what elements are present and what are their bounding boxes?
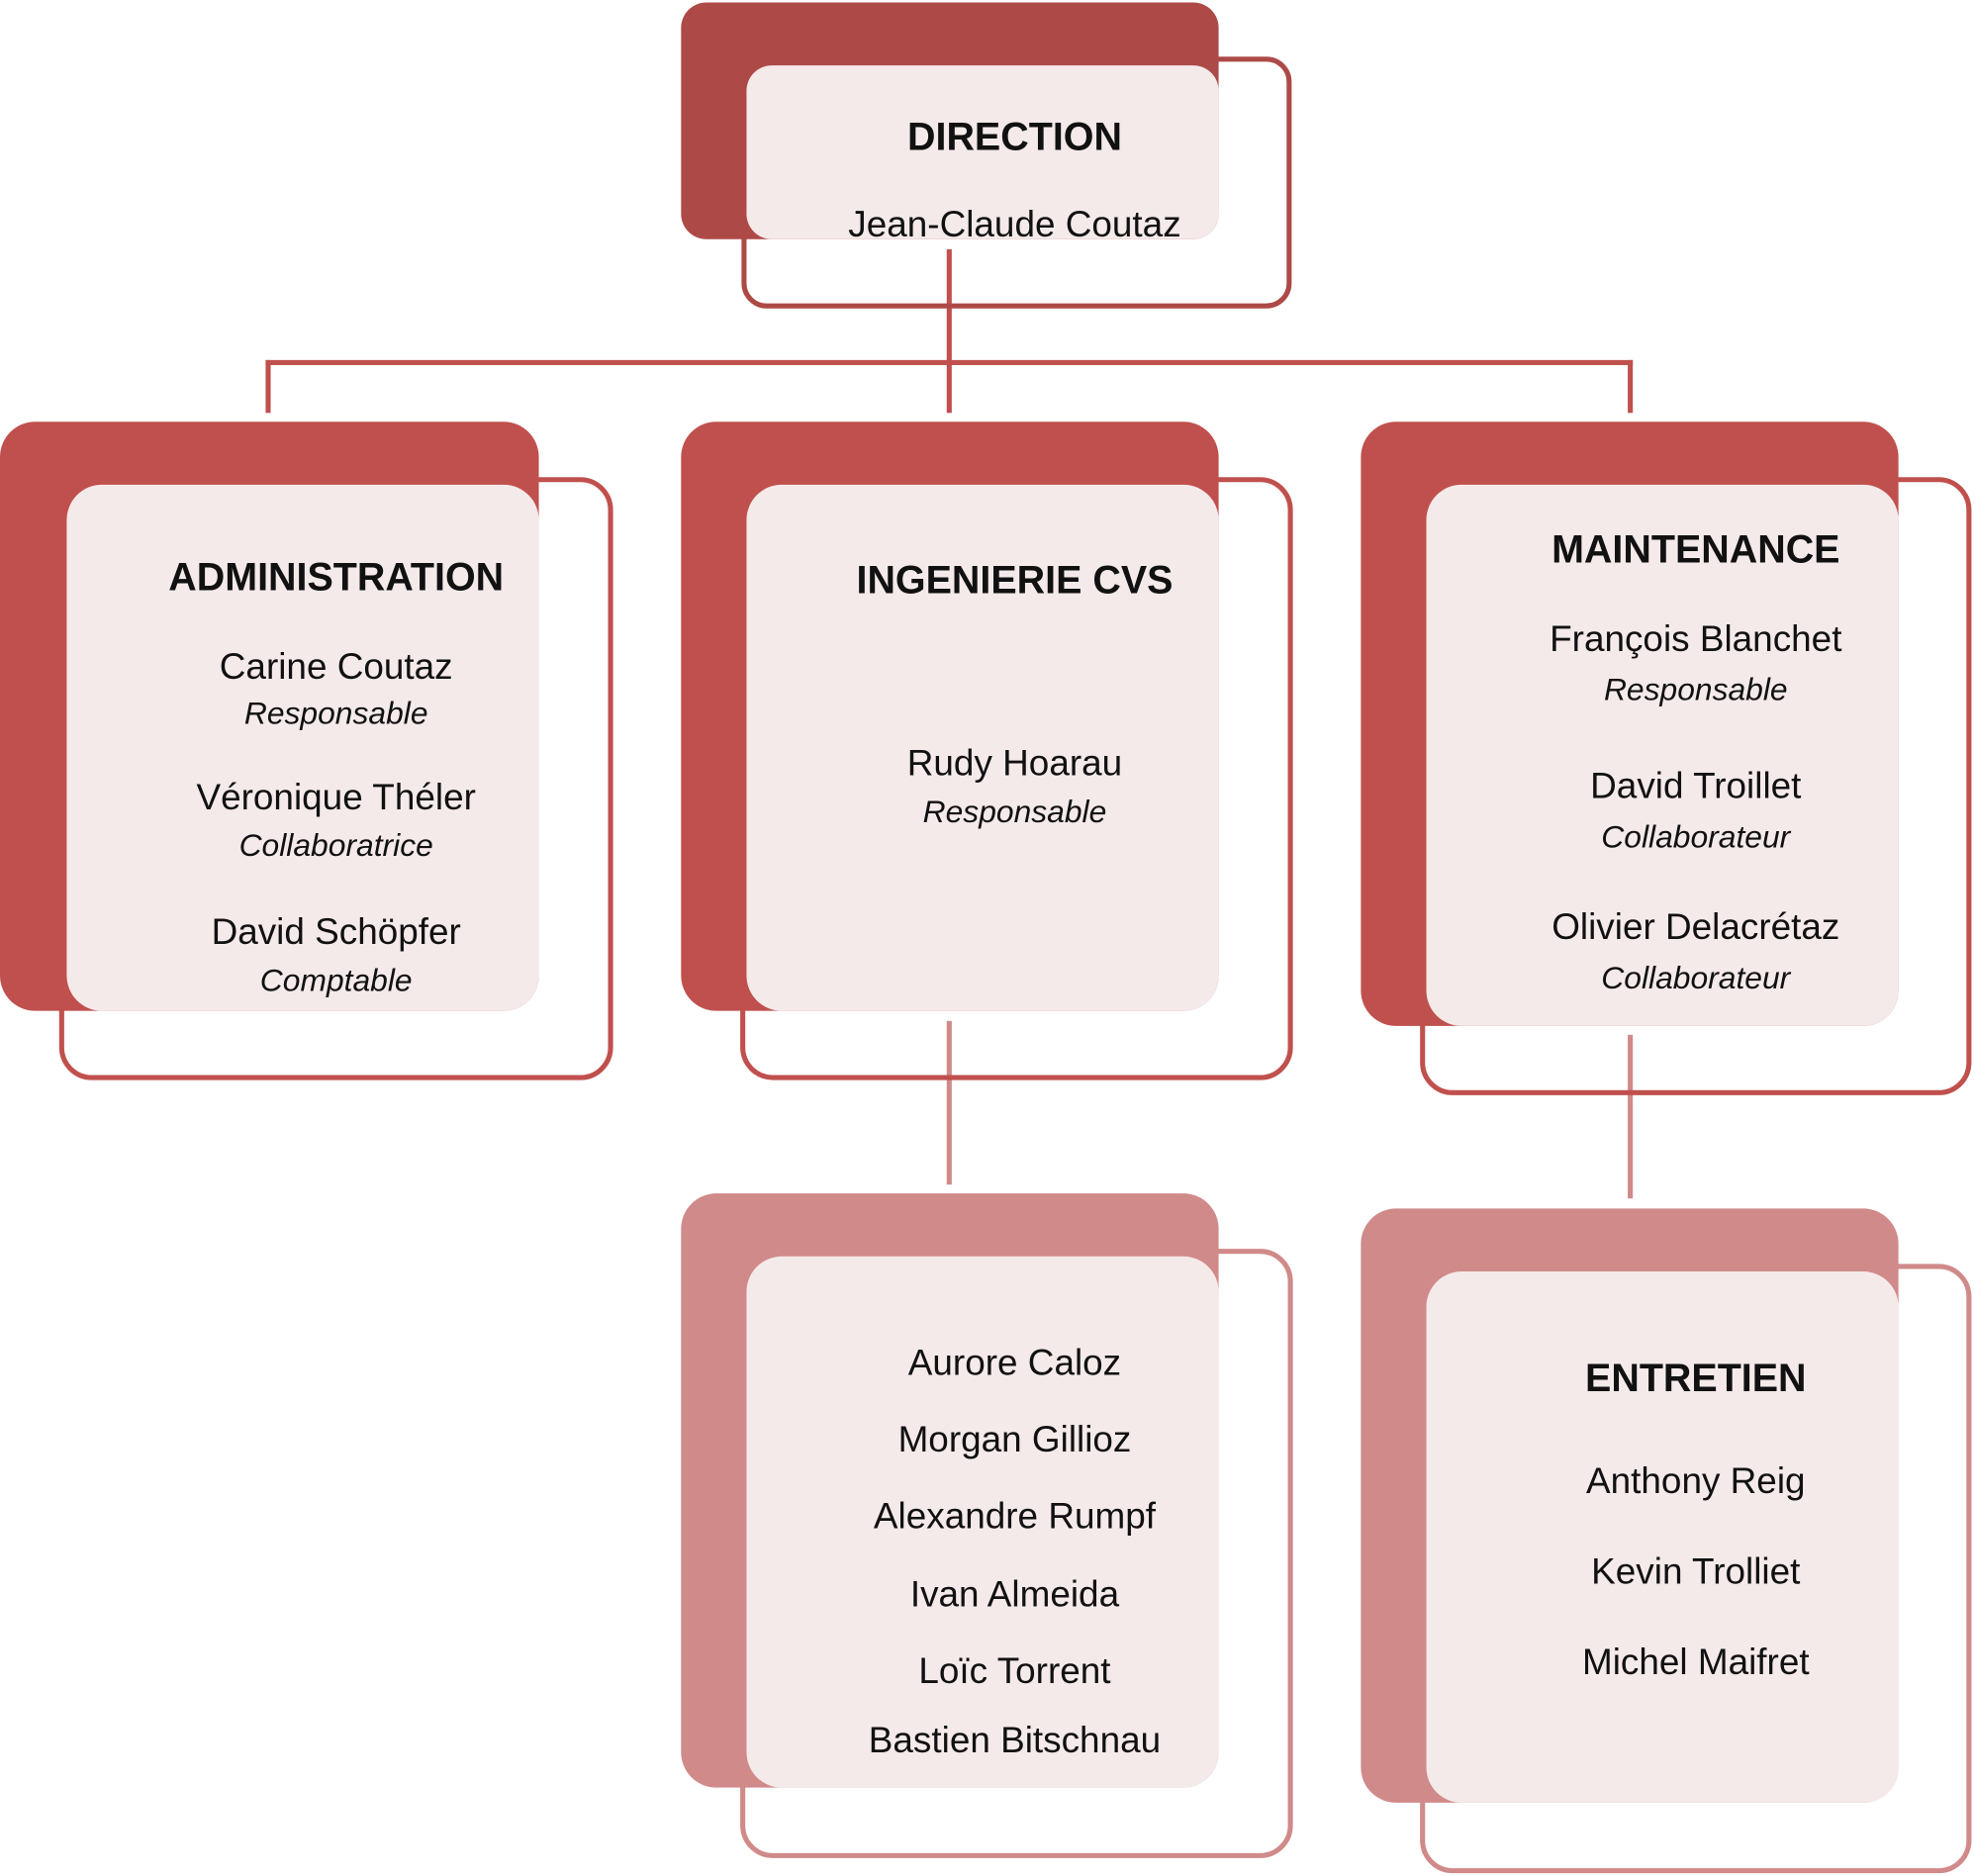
- node-outline: [58, 477, 613, 1080]
- node-panel: [1426, 484, 1899, 1026]
- person-name: Olivier Delacrétaz: [1551, 907, 1840, 949]
- connector-maintenance: [1628, 359, 1634, 414]
- person-name: David Schöpfer: [211, 912, 461, 954]
- node-outline: [741, 56, 1292, 309]
- person-name: Loïc Torrent: [918, 1651, 1111, 1692]
- node-panel: [1426, 1271, 1899, 1803]
- node-panel: [746, 1256, 1219, 1788]
- person-role: Collaborateur: [1601, 960, 1791, 996]
- connector-admin: [265, 359, 271, 414]
- person-role: Collaboratrice: [238, 828, 433, 864]
- person-name: Michel Maifret: [1581, 1642, 1810, 1684]
- person-name: Aurore Caloz: [907, 1343, 1122, 1384]
- node-outline: [740, 1249, 1293, 1858]
- person-name: Morgan Gillioz: [897, 1420, 1132, 1460]
- person-role: Responsable: [1603, 672, 1788, 708]
- node-title: INGENIERIE CVS: [856, 557, 1174, 603]
- person-name: Jean-Claude Coutaz: [848, 205, 1181, 246]
- person-name: Anthony Reig: [1586, 1461, 1806, 1502]
- person-role: Responsable: [922, 794, 1107, 830]
- node-panel: [746, 65, 1219, 239]
- node-panel: [66, 484, 539, 1011]
- node-outline: [740, 477, 1293, 1080]
- node-panel: [746, 484, 1219, 1011]
- person-name: Bastien Bitschnau: [868, 1721, 1162, 1761]
- node-title: MAINTENANCE: [1551, 527, 1840, 572]
- connector-entretien: [1628, 1034, 1634, 1199]
- node-outline: [1420, 1264, 1972, 1874]
- node-title: ADMINISTRATION: [168, 555, 505, 600]
- person-name: Kevin Trolliet: [1591, 1551, 1801, 1593]
- person-name: Ivan Almeida: [909, 1574, 1120, 1616]
- person-name: Alexandre Rumpf: [873, 1496, 1157, 1538]
- person-role: Comptable: [259, 963, 413, 998]
- node-title: DIRECTION: [907, 114, 1122, 159]
- connector-direction-down: [946, 248, 952, 414]
- person-name: Carine Coutaz: [219, 646, 453, 688]
- person-role: Collaborateur: [1601, 819, 1791, 855]
- person-name: Rudy Hoarau: [906, 743, 1123, 785]
- connector-ingenierie-team: [946, 1020, 952, 1185]
- person-name: David Troillet: [1590, 766, 1802, 807]
- node-outline: [1420, 477, 1972, 1095]
- node-title: ENTRETIEN: [1585, 1356, 1807, 1400]
- person-role: Responsable: [243, 696, 428, 732]
- person-name: Véronique Théler: [196, 778, 476, 818]
- person-name: François Blanchet: [1550, 618, 1842, 660]
- connector-horizontal: [265, 359, 1634, 365]
